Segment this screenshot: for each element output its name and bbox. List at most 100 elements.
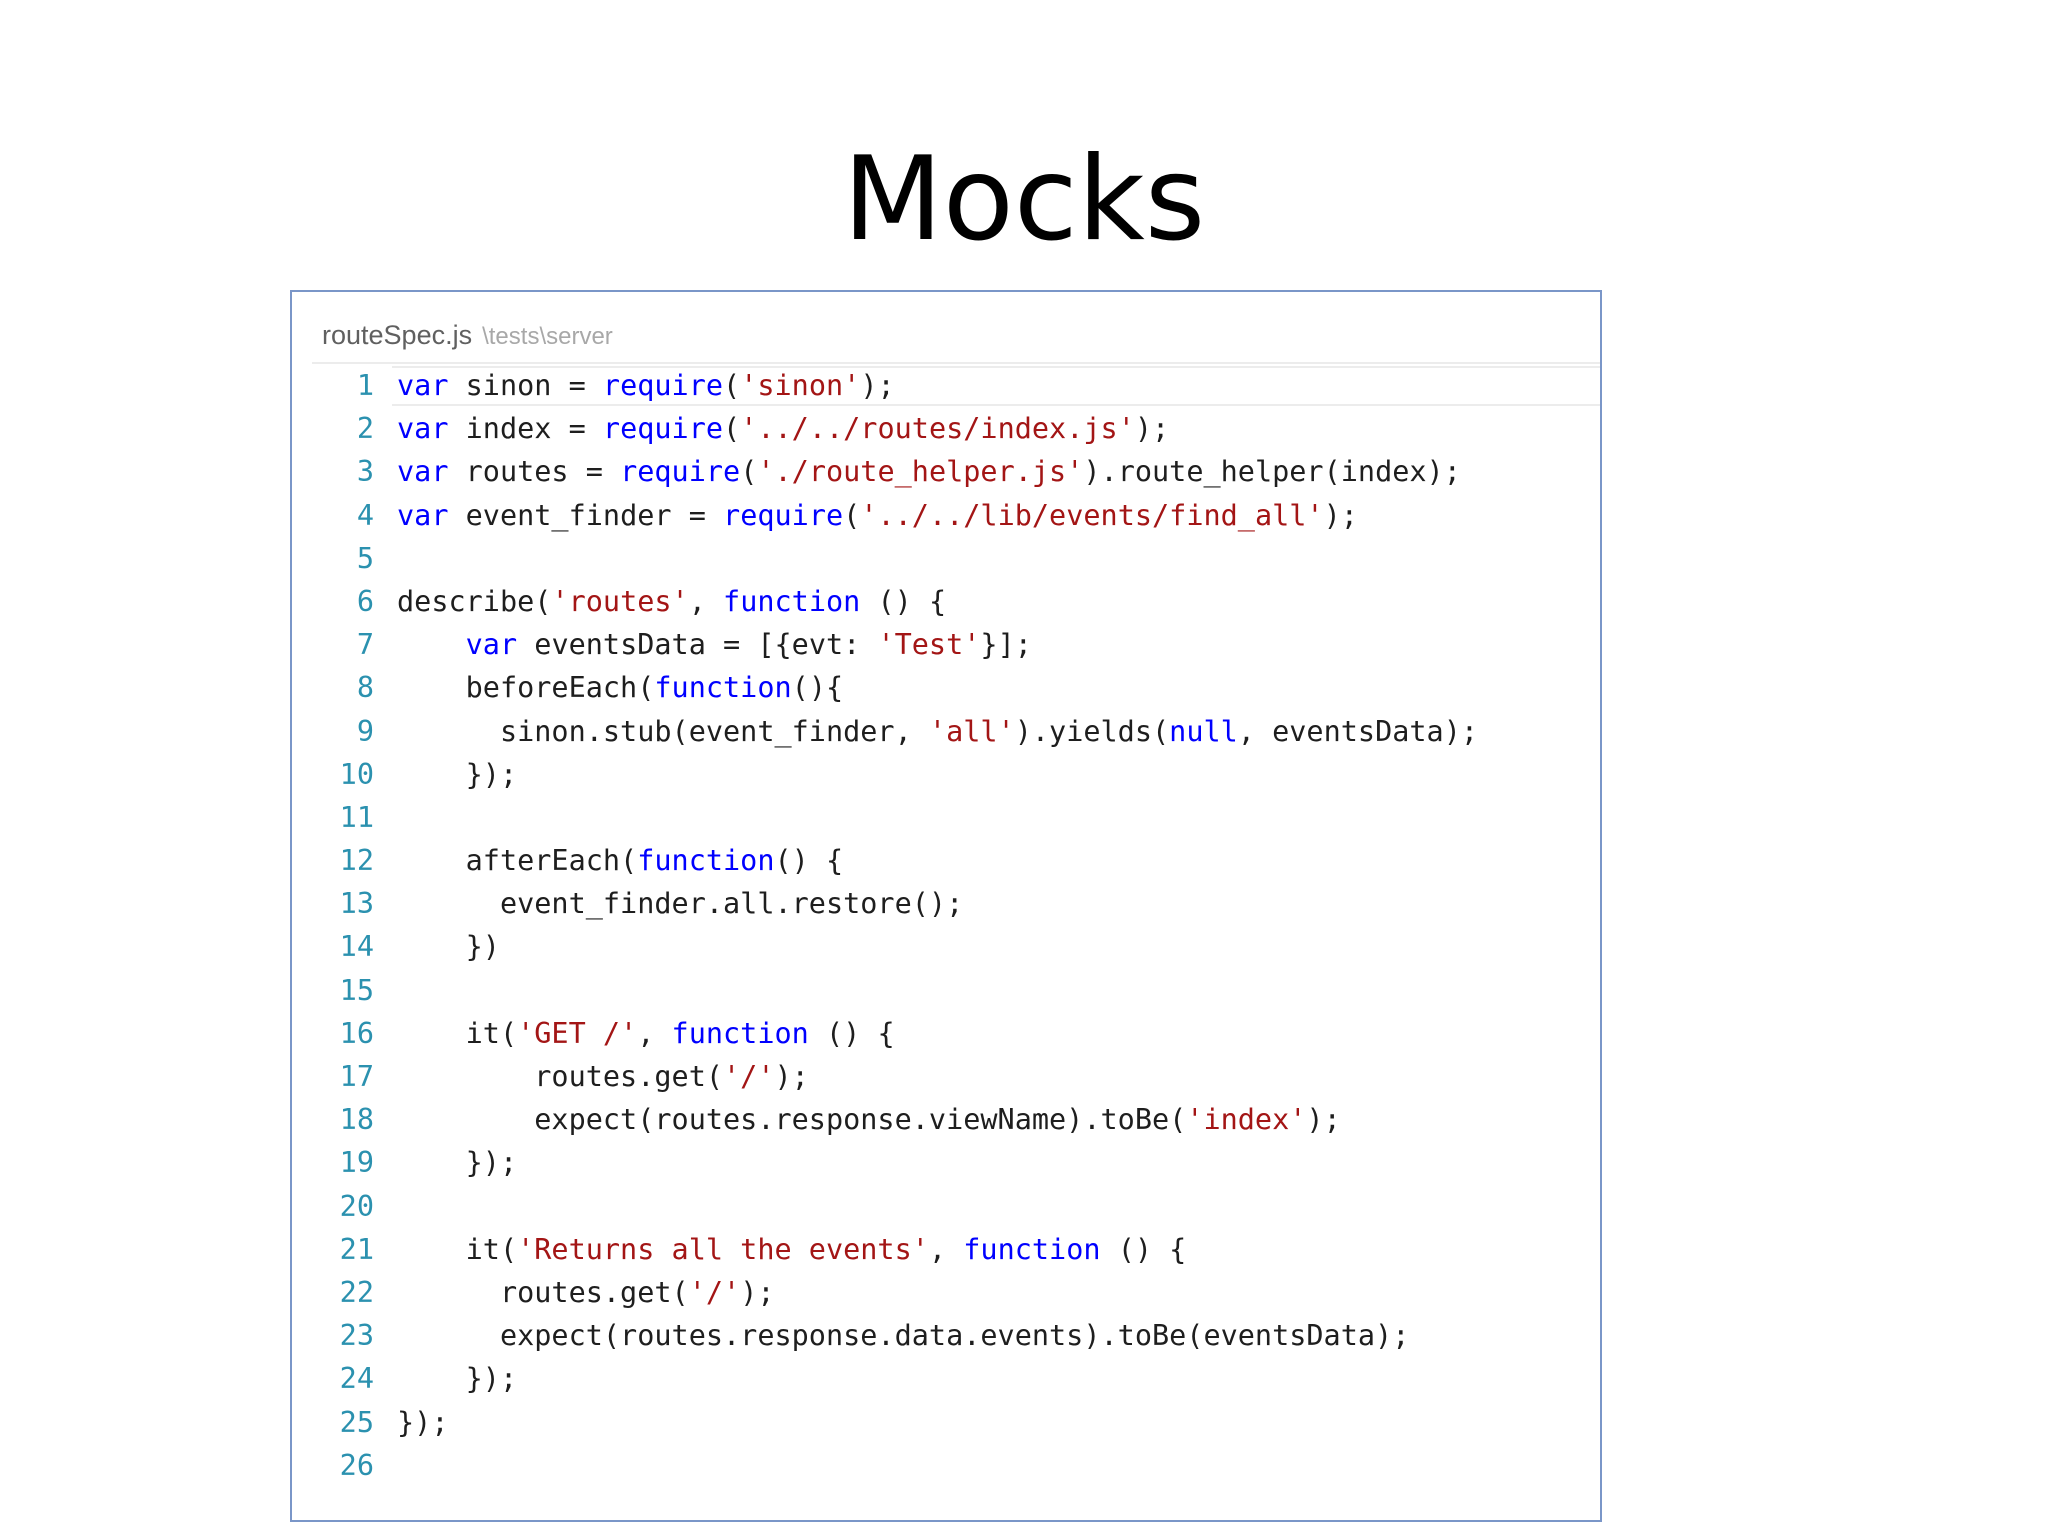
code-line[interactable]: 19 }); <box>292 1141 1592 1184</box>
code-keyword: require <box>602 369 724 402</box>
code-text: routes.get('/'); <box>397 1060 809 1093</box>
line-number: 5 <box>356 541 374 575</box>
code-plain: () { <box>774 844 844 878</box>
line-number: 12 <box>339 844 374 878</box>
code-text: beforeEach(function(){ <box>397 671 844 705</box>
code-line[interactable]: 26 <box>292 1444 1592 1487</box>
code-plain: }); <box>397 1362 518 1396</box>
code-plain: }); <box>397 757 518 791</box>
code-line[interactable]: 5 <box>292 537 1592 580</box>
tab-divider <box>312 362 1600 364</box>
line-number: 4 <box>356 498 374 532</box>
code-plain: , <box>688 584 724 618</box>
code-line[interactable]: 10 }); <box>292 753 1592 796</box>
code-plain: ); <box>1306 1103 1341 1137</box>
line-number: 21 <box>339 1232 374 1266</box>
code-text: var eventsData = [{evt: 'Test'}]; <box>397 628 1032 661</box>
code-plain: beforeEach( <box>397 671 655 705</box>
code-plain: ); <box>1323 498 1358 532</box>
line-number: 23 <box>339 1319 374 1353</box>
slide-title: Mocks <box>842 132 1206 267</box>
code-line[interactable]: 24 }); <box>292 1357 1592 1400</box>
code-string: 'Test' <box>877 628 981 662</box>
line-number: 1 <box>356 369 374 402</box>
line-number: 6 <box>356 584 374 618</box>
code-plain: index = <box>448 412 603 446</box>
line-number: 14 <box>339 930 374 964</box>
code-plain: it( <box>397 1016 518 1050</box>
code-keyword: function <box>654 671 792 705</box>
code-line[interactable]: 13 event_finder.all.restore(); <box>292 882 1592 925</box>
line-number: 19 <box>339 1146 374 1180</box>
code-text: it('Returns all the events', function ()… <box>397 1232 1187 1266</box>
line-number: 15 <box>339 973 374 1007</box>
code-text: routes.get('/'); <box>397 1276 775 1309</box>
code-text: }); <box>397 1406 448 1439</box>
code-plain: }); <box>397 1146 518 1180</box>
line-number: 11 <box>339 800 374 834</box>
code-plain: }); <box>397 1405 449 1439</box>
code-plain: , <box>928 1232 964 1266</box>
line-number: 8 <box>356 671 374 705</box>
code-plain: ( <box>723 369 741 402</box>
code-line[interactable]: 16 it('GET /', function () { <box>292 1012 1592 1055</box>
code-plain: , eventsData); <box>1237 714 1479 748</box>
code-plain: () { <box>1100 1232 1187 1266</box>
code-keyword: function <box>637 844 775 878</box>
line-number: 13 <box>339 887 374 921</box>
code-plain: , <box>637 1016 672 1050</box>
code-line[interactable]: 7 var eventsData = [{evt: 'Test'}]; <box>292 623 1592 666</box>
code-text: sinon.stub(event_finder, 'all').yields(n… <box>397 715 1478 748</box>
code-line[interactable]: 12 afterEach(function() { <box>292 839 1592 882</box>
code-string: 'GET /' <box>517 1016 638 1050</box>
code-line[interactable]: 17 routes.get('/'); <box>292 1055 1592 1098</box>
code-line[interactable]: 18 expect(routes.response.viewName).toBe… <box>292 1098 1592 1141</box>
code-keyword: function <box>671 1016 809 1050</box>
line-number: 3 <box>356 455 374 489</box>
code-string: '../../routes/index.js' <box>740 412 1135 446</box>
code-keyword: function <box>723 584 861 618</box>
code-string: './route_helper.js' <box>757 455 1084 489</box>
code-plain: ( <box>843 498 861 532</box>
line-number: 18 <box>339 1103 374 1137</box>
code-text: it('GET /', function () { <box>397 1017 895 1050</box>
code-plain: ); <box>860 369 895 402</box>
code-plain: (){ <box>791 671 844 705</box>
code-line[interactable]: 20 <box>292 1185 1592 1228</box>
code-plain: ).route_helper(index); <box>1083 455 1461 489</box>
file-path: \tests\server <box>482 323 613 350</box>
code-line[interactable]: 11 <box>292 796 1592 839</box>
editor-file-tab[interactable]: routeSpec.js\tests\server <box>322 318 613 354</box>
code-line[interactable]: 25}); <box>292 1401 1592 1444</box>
code-keyword: null <box>1169 714 1238 748</box>
code-line[interactable]: 22 routes.get('/'); <box>292 1271 1592 1314</box>
code-line[interactable]: 8 beforeEach(function(){ <box>292 666 1592 709</box>
code-string: 'Returns all the events' <box>517 1232 929 1266</box>
code-plain: eventsData = [{evt: <box>517 628 878 662</box>
code-text: }); <box>397 1362 517 1395</box>
code-plain: expect(routes.response.viewName).toBe( <box>397 1103 1187 1137</box>
code-keyword: require <box>602 412 724 446</box>
code-line[interactable]: 15 <box>292 969 1592 1012</box>
code-text: }) <box>397 930 500 963</box>
code-plain: ); <box>740 1275 775 1309</box>
code-string: '/' <box>688 1275 741 1309</box>
code-keyword: var <box>397 498 449 532</box>
code-plain: ); <box>774 1060 809 1093</box>
code-text: event_finder.all.restore(); <box>397 887 963 920</box>
code-line[interactable]: 9 sinon.stub(event_finder, 'all').yields… <box>292 710 1592 753</box>
code-keyword: var <box>465 628 518 662</box>
code-line[interactable]: 14 }) <box>292 925 1592 968</box>
code-line[interactable]: 21 it('Returns all the events', function… <box>292 1228 1592 1271</box>
line-number: 7 <box>356 628 374 662</box>
code-text: }); <box>397 758 517 791</box>
code-plain: expect(routes.response.data.events).toBe… <box>397 1319 1410 1353</box>
code-line[interactable]: 23 expect(routes.response.data.events).t… <box>292 1314 1592 1357</box>
